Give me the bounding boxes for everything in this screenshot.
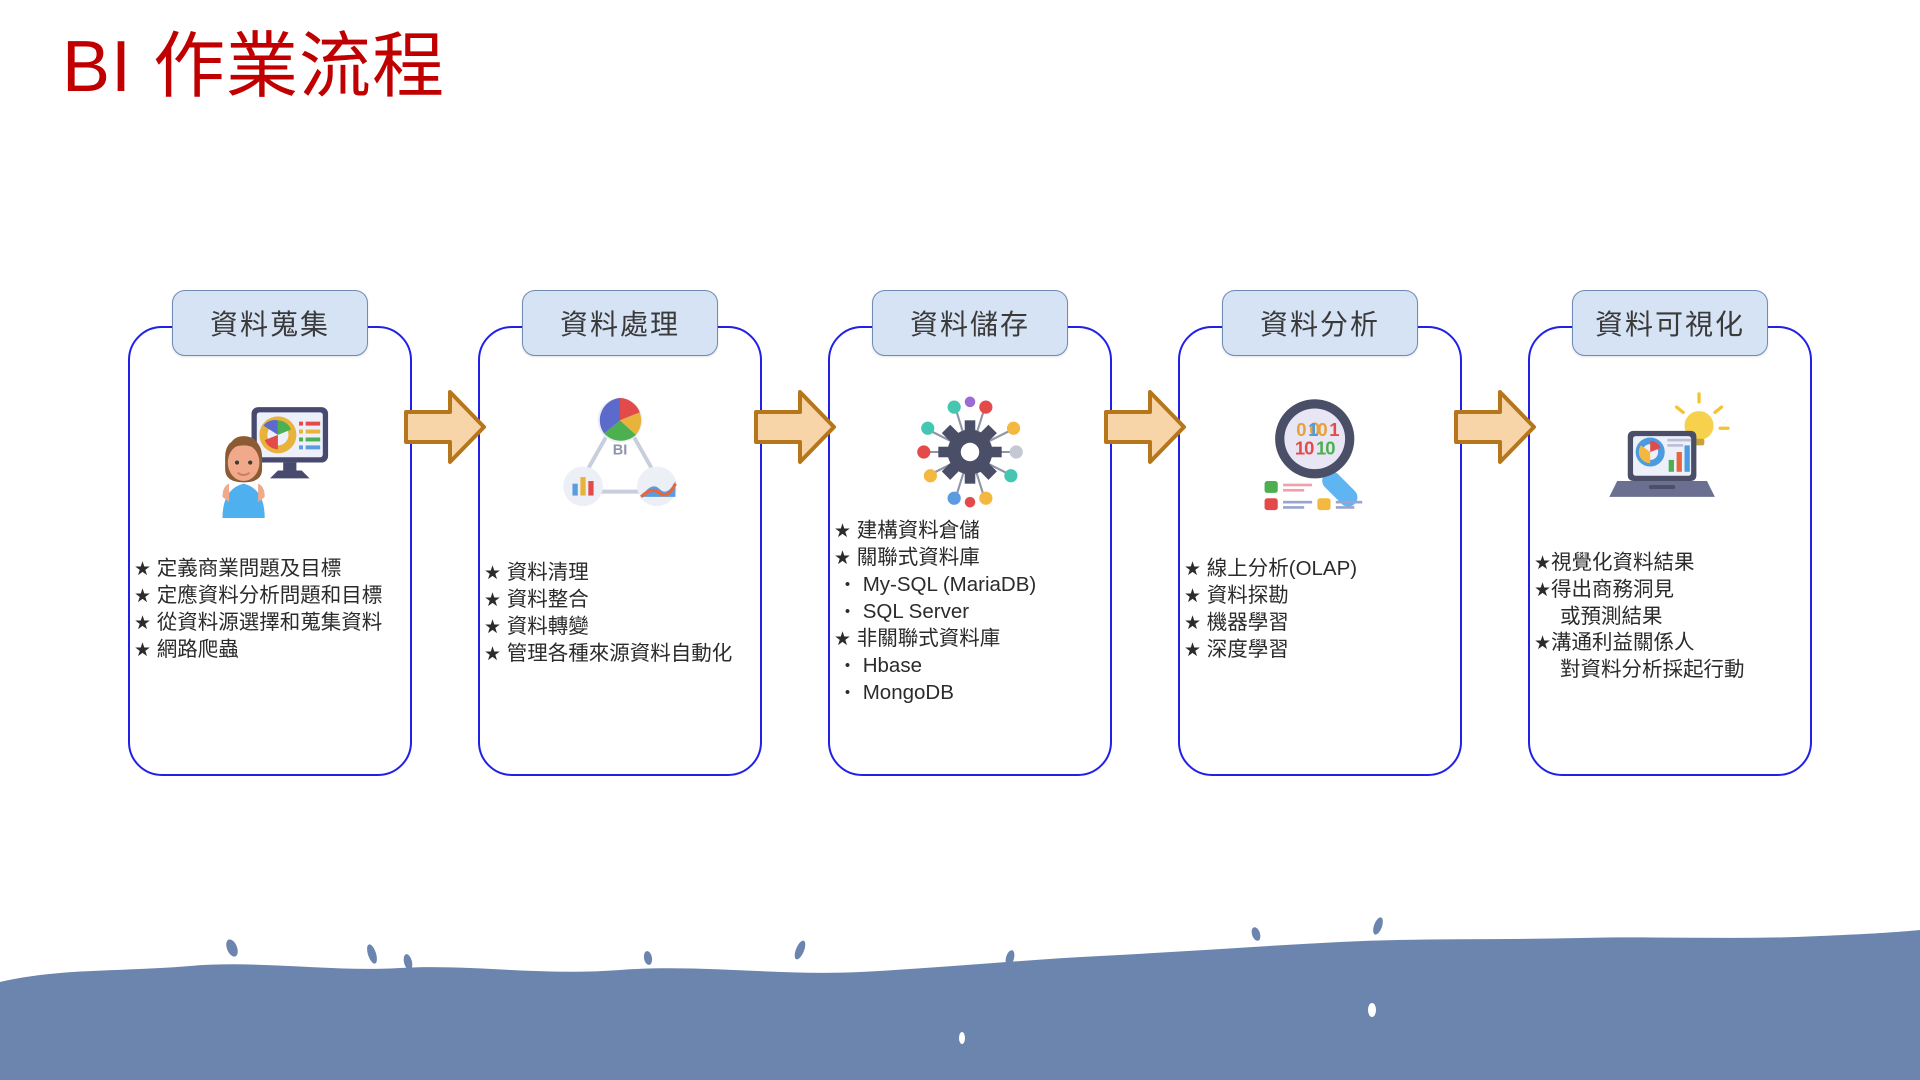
stage-bullet-list: ★視覺化資料結果 ★得出商務洞見 或預測結果 ★溝通利益關係人 對資料分析採起行…: [1534, 550, 1806, 683]
list-item: ★ 深度學習: [1184, 638, 1289, 661]
stage-bullet-list: ★ 定義商業問題及目標 ★ 定應資料分析問題和目標 ★ 從資料源選擇和蒐集資料 …: [134, 556, 406, 664]
svg-text:0: 0: [1317, 419, 1327, 440]
svg-text:1: 1: [1295, 438, 1305, 459]
flow-arrow-3: [1104, 278, 1186, 778]
list-item: ・ SQL Server: [838, 600, 970, 623]
svg-text:1: 1: [1316, 438, 1326, 459]
stage-bullet-list: ★ 建構資料倉儲 ★ 關聯式資料庫 ・ My-SQL (MariaDB) ・ S…: [834, 518, 1106, 707]
svg-text:0: 0: [1325, 438, 1335, 459]
list-item: 或預測結果: [1560, 605, 1663, 628]
list-item: ★ 定義商業問題及目標: [134, 557, 342, 580]
list-item: ★得出商務洞見: [1534, 578, 1675, 601]
bi-triangle-charts-icon: BI: [554, 386, 686, 518]
list-item: ★ 資料整合: [484, 588, 589, 611]
list-item: ★ 資料清理: [484, 561, 589, 584]
list-item: ★ 線上分析(OLAP): [1184, 557, 1358, 580]
list-item: ★ 定應資料分析問題和目標: [134, 584, 383, 607]
list-item: ★視覺化資料結果: [1534, 551, 1695, 574]
list-item: ★ 資料轉變: [484, 615, 589, 638]
stage-header-chip[interactable]: 資料分析: [1222, 290, 1418, 356]
svg-text:0: 0: [1304, 438, 1314, 459]
stage-data-visualization[interactable]: 資料可視化: [1520, 278, 1820, 778]
list-item: ★ 資料探勘: [1184, 584, 1289, 607]
stage-header-chip[interactable]: 資料蒐集: [172, 290, 368, 356]
bi-workflow-diagram: 資料蒐集: [120, 278, 1820, 818]
flow-arrow-4: [1454, 278, 1536, 778]
list-item: ・ My-SQL (MariaDB): [838, 573, 1037, 596]
stage-label: 資料分析: [1259, 309, 1380, 340]
page-title: BI 作業流程: [62, 27, 446, 107]
stage-header-chip[interactable]: 資料處理: [522, 290, 718, 356]
stage-header-chip[interactable]: 資料儲存: [872, 290, 1068, 356]
stage-label: 資料儲存: [909, 309, 1030, 340]
list-item: 對資料分析採起行動: [1560, 658, 1745, 681]
svg-text:1: 1: [1308, 419, 1318, 440]
gear-network-nodes-icon: [904, 386, 1036, 518]
list-item: ★溝通利益關係人: [1534, 631, 1695, 654]
list-item: ★ 關聯式資料庫: [834, 546, 980, 569]
list-item: ・ MongoDB: [838, 681, 954, 704]
stage-data-storage[interactable]: 資料儲存: [820, 278, 1120, 778]
list-item: ★ 機器學習: [1184, 611, 1289, 634]
list-item: ★ 管理各種來源資料自動化: [484, 642, 733, 665]
list-item: ★ 網路爬蟲: [134, 638, 239, 661]
list-item: ★ 從資料源選擇和蒐集資料: [134, 611, 383, 634]
stage-label: 資料蒐集: [209, 309, 330, 340]
list-item: ★ 非關聯式資料庫: [834, 627, 1001, 650]
stage-data-processing[interactable]: 資料處理 BI: [470, 278, 770, 778]
bottom-brush-decoration: [0, 910, 1920, 1080]
stage-label: 資料可視化: [1594, 309, 1745, 340]
analyst-person-monitor-icon: [204, 386, 336, 518]
stage-bullet-list: ★ 線上分析(OLAP) ★ 資料探勘 ★ 機器學習 ★ 深度學習: [1184, 556, 1456, 664]
svg-text:0: 0: [1309, 419, 1320, 441]
list-item: ・ Hbase: [838, 654, 922, 677]
svg-text:1: 1: [1329, 419, 1339, 440]
laptop-dashboard-bulb-icon: [1604, 386, 1736, 518]
stage-header-chip[interactable]: 資料可視化: [1572, 290, 1768, 356]
magnifier-binary-icon: 0 0 1 0 1 1 0 1 0: [1254, 386, 1386, 518]
flow-arrow-1: [404, 278, 486, 778]
stage-label: 資料處理: [559, 309, 680, 340]
stage-data-analysis[interactable]: 資料分析 0 0 1 0 1 1 0 1: [1170, 278, 1470, 778]
flow-arrow-2: [754, 278, 836, 778]
svg-text:0: 0: [1296, 419, 1306, 440]
list-item: ★ 建構資料倉儲: [834, 519, 980, 542]
stage-data-collection[interactable]: 資料蒐集: [120, 278, 420, 778]
stage-bullet-list: ★ 資料清理 ★ 資料整合 ★ 資料轉變 ★ 管理各種來源資料自動化: [484, 560, 756, 668]
svg-text:BI: BI: [613, 443, 628, 459]
